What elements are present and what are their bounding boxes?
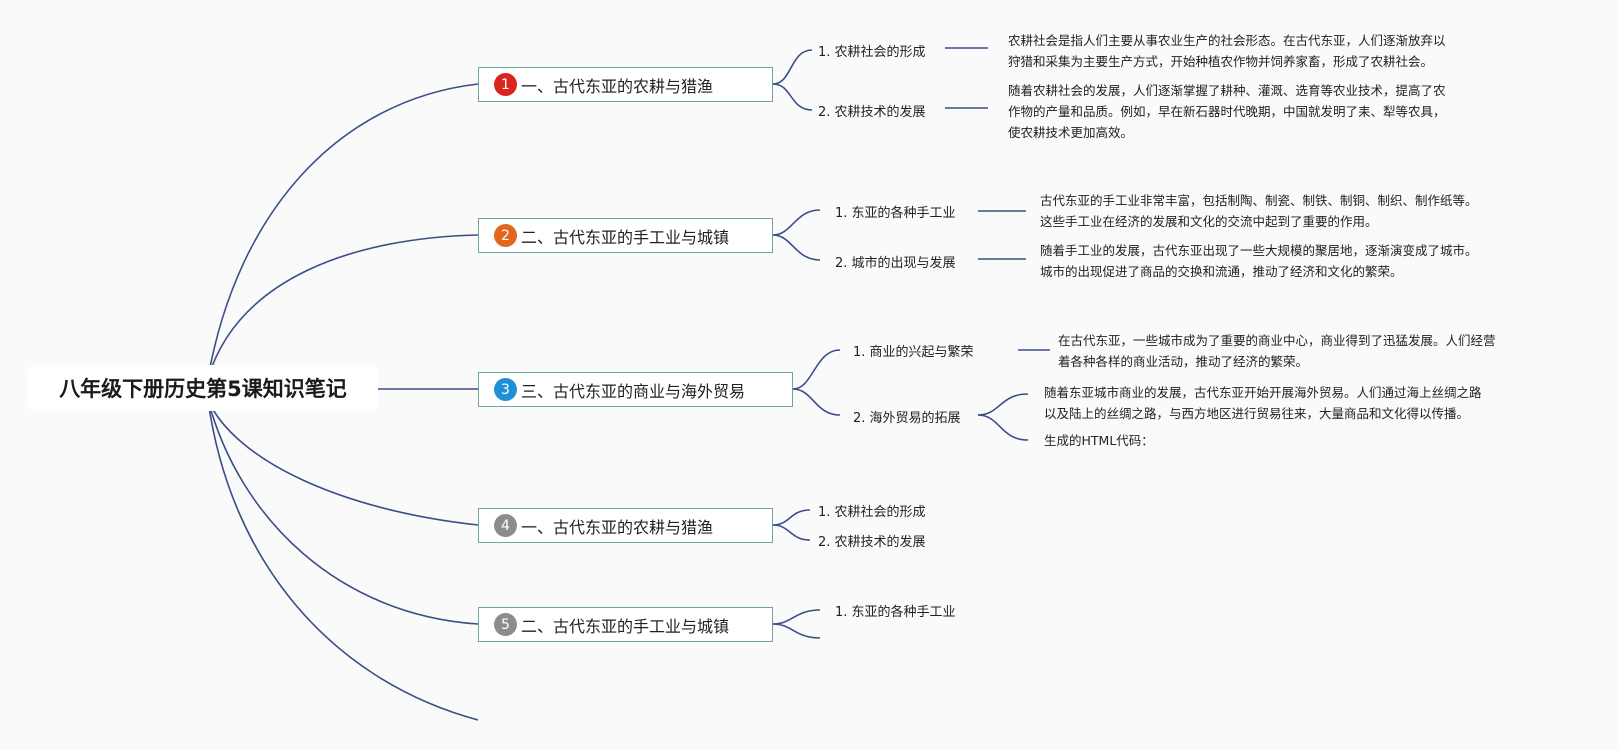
note-line: 狩猎和采集为主要生产方式，开始种植农作物并饲养家畜，形成了农耕社会。 bbox=[1008, 54, 1434, 69]
note-line: 在古代东亚，一些城市成为了重要的商业中心，商业得到了迅猛发展。人们经营 bbox=[1058, 333, 1496, 348]
topic-1[interactable]: 1 一、古代东亚的农耕与猎渔 bbox=[478, 67, 773, 102]
badge-4: 4 bbox=[494, 514, 517, 537]
note-2-1: 古代东亚的手工业非常丰富，包括制陶、制瓷、制铁、制铜、制织、制作纸等。 这些手工… bbox=[1040, 190, 1478, 232]
note-line: 作物的产量和品质。例如，早在新石器时代晚期，中国就发明了耒、犁等农具， bbox=[1008, 104, 1446, 119]
note-line: 这些手工业在经济的发展和文化的交流中起到了重要的作用。 bbox=[1040, 214, 1378, 229]
connector-root-topic-4 bbox=[207, 399, 479, 526]
connector-t5-s1 bbox=[772, 609, 821, 625]
subtopic-1-2[interactable]: 2. 农耕技术的发展 bbox=[818, 105, 926, 120]
connector-root-tail bbox=[207, 399, 479, 721]
connector-root-topic-5 bbox=[207, 399, 479, 625]
topic-4-title: 一、古代东亚的农耕与猎渔 bbox=[521, 517, 714, 537]
note-2-2: 随着手工业的发展，古代东亚出现了一些大规模的聚居地，逐渐演变成了城市。 城市的出… bbox=[1040, 240, 1478, 282]
connector-root-topic-2 bbox=[207, 234, 479, 379]
root-title: 八年级下册历史第5课知识笔记 bbox=[59, 377, 347, 401]
connector-t1-s2 bbox=[772, 83, 813, 111]
root-topic[interactable]: 八年级下册历史第5课知识笔记 bbox=[28, 365, 378, 411]
connector-t3-s2-a bbox=[977, 393, 1029, 416]
subtopic-1-1[interactable]: 1. 农耕社会的形成 bbox=[818, 45, 926, 60]
connector-t5-s2 bbox=[772, 623, 821, 639]
subtopic-2-1[interactable]: 1. 东亚的各种手工业 bbox=[835, 206, 956, 221]
connector-t3-s2 bbox=[792, 388, 841, 416]
connector-root-topic-1 bbox=[207, 83, 479, 379]
connector-t2-s1 bbox=[772, 209, 821, 236]
topic-5[interactable]: 5 二、古代东亚的手工业与城镇 bbox=[478, 607, 773, 642]
subtopic-3-2[interactable]: 2. 海外贸易的拓展 bbox=[853, 411, 961, 426]
connector-t4-s2 bbox=[772, 524, 811, 541]
subtopic-4-2[interactable]: 2. 农耕技术的发展 bbox=[818, 535, 926, 550]
topic-2-title: 二、古代东亚的手工业与城镇 bbox=[521, 227, 730, 247]
subtopic-3-1[interactable]: 1. 商业的兴起与繁荣 bbox=[853, 345, 974, 360]
topic-3-title: 三、古代东亚的商业与海外贸易 bbox=[521, 381, 746, 401]
subtopic-5-1[interactable]: 1. 东亚的各种手工业 bbox=[835, 605, 956, 620]
topic-2[interactable]: 2 二、古代东亚的手工业与城镇 bbox=[478, 218, 773, 253]
note-line: 随着手工业的发展，古代东亚出现了一些大规模的聚居地，逐渐演变成了城市。 bbox=[1040, 243, 1478, 258]
badge-5: 5 bbox=[494, 613, 517, 636]
note-line: 着各种各样的商业活动，推动了经济的繁荣。 bbox=[1058, 354, 1309, 369]
note-line: 以及陆上的丝绸之路，与西方地区进行贸易往来，大量商品和文化得以传播。 bbox=[1044, 406, 1470, 421]
connector-t1-s1 bbox=[772, 49, 813, 85]
note-line: 使农耕技术更加高效。 bbox=[1008, 125, 1134, 140]
note-line: 随着东亚城市商业的发展，古代东亚开始开展海外贸易。人们通过海上丝绸之路 bbox=[1044, 385, 1482, 400]
topic-1-title: 一、古代东亚的农耕与猎渔 bbox=[521, 76, 714, 96]
connector-t4-s1 bbox=[772, 509, 811, 526]
note-line: 随着农耕社会的发展，人们逐渐掌握了耕种、灌溉、选育等农业技术，提高了农 bbox=[1008, 83, 1446, 98]
topic-5-title: 二、古代东亚的手工业与城镇 bbox=[521, 616, 730, 636]
note-3-2-extra: 生成的HTML代码： bbox=[1044, 433, 1154, 448]
connector-t2-s1b bbox=[772, 234, 821, 261]
connector-t3-s1 bbox=[792, 349, 841, 390]
note-3-1: 在古代东亚，一些城市成为了重要的商业中心，商业得到了迅猛发展。人们经营 着各种各… bbox=[1058, 330, 1496, 372]
badge-1: 1 bbox=[494, 73, 517, 96]
note-line: 古代东亚的手工业非常丰富，包括制陶、制瓷、制铁、制铜、制织、制作纸等。 bbox=[1040, 193, 1478, 208]
topic-3[interactable]: 3 三、古代东亚的商业与海外贸易 bbox=[478, 372, 793, 407]
note-line: 城市的出现促进了商品的交换和流通，推动了经济和文化的繁荣。 bbox=[1040, 264, 1403, 279]
topic-4[interactable]: 4 一、古代东亚的农耕与猎渔 bbox=[478, 508, 773, 543]
subtopic-4-1[interactable]: 1. 农耕社会的形成 bbox=[818, 505, 926, 520]
note-line: 农耕社会是指人们主要从事农业生产的社会形态。在古代东亚，人们逐渐放弃以 bbox=[1008, 33, 1446, 48]
badge-2: 2 bbox=[494, 224, 517, 247]
badge-3: 3 bbox=[494, 378, 517, 401]
note-1-1: 农耕社会是指人们主要从事农业生产的社会形态。在古代东亚，人们逐渐放弃以 狩猎和采… bbox=[1008, 30, 1446, 72]
note-1-2: 随着农耕社会的发展，人们逐渐掌握了耕种、灌溉、选育等农业技术，提高了农 作物的产… bbox=[1008, 80, 1446, 143]
subtopic-2-2[interactable]: 2. 城市的出现与发展 bbox=[835, 256, 956, 271]
connector-t3-s2-b bbox=[977, 414, 1029, 441]
note-3-2: 随着东亚城市商业的发展，古代东亚开始开展海外贸易。人们通过海上丝绸之路 以及陆上… bbox=[1044, 382, 1482, 424]
